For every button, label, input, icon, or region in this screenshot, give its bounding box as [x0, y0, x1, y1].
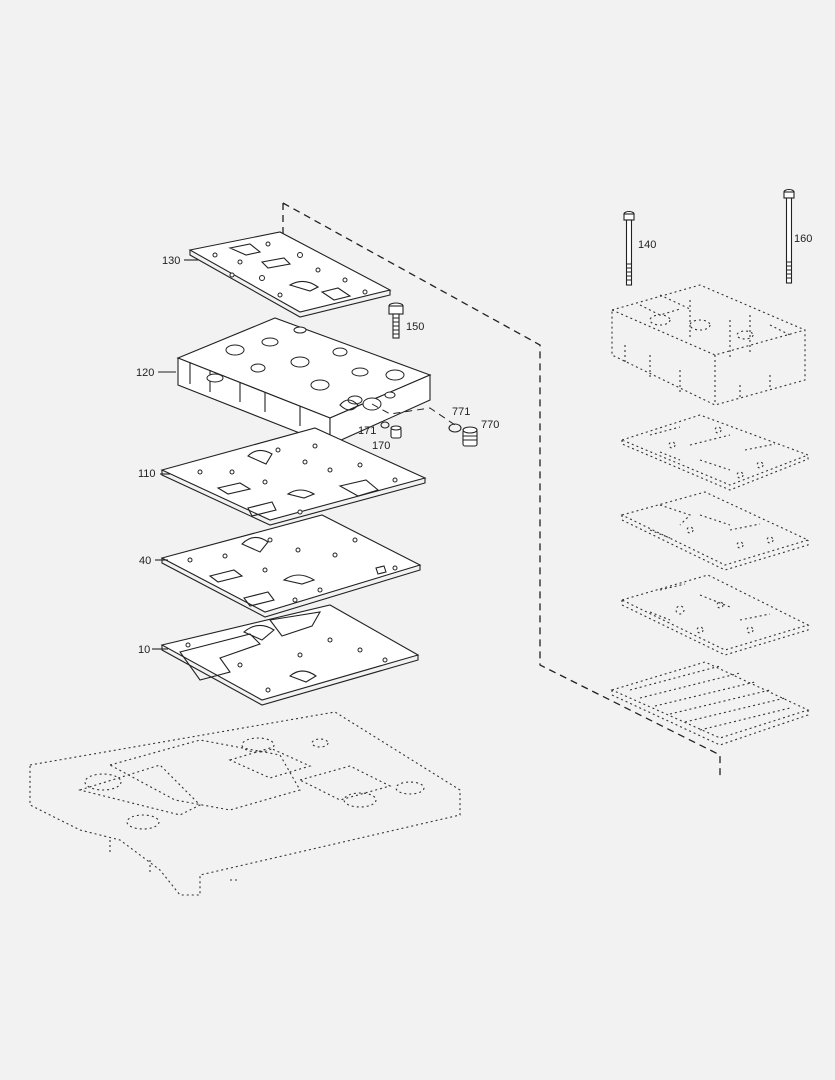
part-40-plate[interactable] [160, 514, 422, 618]
part-150-screw[interactable] [388, 302, 404, 339]
plug-guide-line [371, 403, 456, 426]
label-40: 40 [139, 555, 151, 567]
part-130-plate[interactable] [188, 231, 392, 318]
part-771-oring[interactable] [448, 423, 462, 433]
part-10-plate[interactable] [160, 604, 420, 706]
plate-40-holes [187, 537, 398, 603]
part-170-plug[interactable] [390, 425, 402, 439]
label-170: 170 [372, 440, 390, 452]
right-plate-2 [620, 491, 810, 571]
label-771: 771 [452, 406, 470, 418]
label-10: 10 [138, 644, 150, 656]
part-160-bolt[interactable] [783, 188, 795, 284]
right-plate-4 [610, 661, 810, 746]
part-770-plug[interactable] [462, 426, 478, 447]
part-110-plate[interactable] [160, 427, 427, 526]
label-150: 150 [406, 321, 424, 333]
label-140: 140 [638, 239, 656, 251]
plate-10-holes [185, 637, 388, 693]
label-770: 770 [481, 419, 499, 431]
label-160: 160 [794, 233, 812, 245]
valve-housing-assembly [611, 284, 806, 406]
label-110: 110 [138, 468, 156, 480]
plate-130-holes [212, 241, 368, 298]
plate-110-holes [197, 443, 398, 515]
label-120: 120 [136, 367, 154, 379]
transmission-housing [29, 711, 461, 896]
right-plate-1 [620, 414, 810, 491]
leader-lines [152, 259, 198, 650]
part-140-bolt[interactable] [623, 210, 635, 286]
part-120-valve-body[interactable] [176, 317, 432, 446]
label-130: 130 [162, 255, 180, 267]
right-plate-3 [620, 574, 810, 656]
label-171: 171 [358, 425, 376, 437]
part-171-oring[interactable] [380, 421, 390, 429]
